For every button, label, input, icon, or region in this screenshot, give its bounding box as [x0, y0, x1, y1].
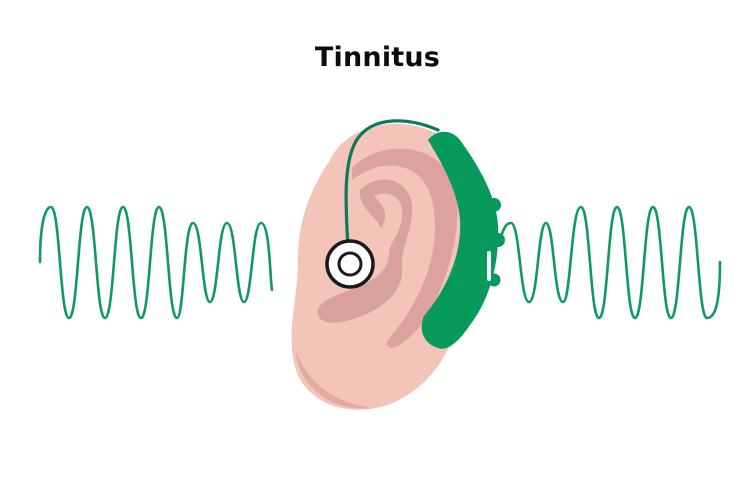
hearing-aid-tube: [344, 119, 440, 250]
ear-lobe-shadow: [296, 352, 372, 409]
hearing-aid-switch: [485, 249, 493, 283]
hearing-aid-body: [421, 131, 499, 349]
hearing-aid-button-top: [487, 198, 501, 212]
right-sound-wave: [498, 205, 722, 320]
left-sound-wave: [38, 205, 274, 320]
ear-inner-light: [374, 193, 403, 262]
speaker-inner-ring: [337, 251, 363, 277]
ear-helix-shadow: [352, 148, 458, 348]
page-title: Tinnitus: [314, 42, 441, 73]
hearing-aid-button-middle: [491, 233, 505, 247]
